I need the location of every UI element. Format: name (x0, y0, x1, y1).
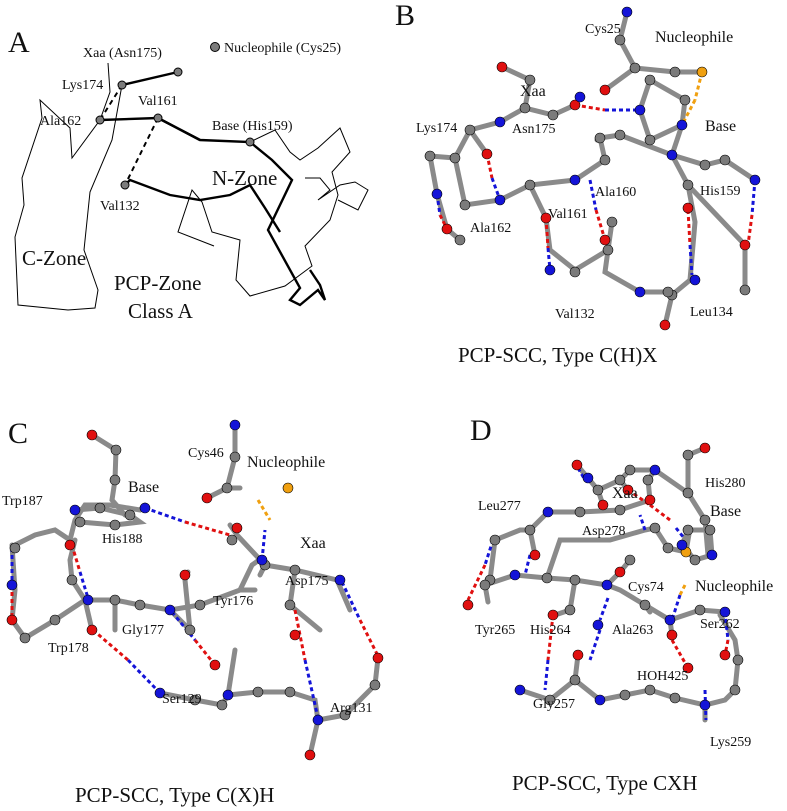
panel-a-label-xaa: Xaa (Asn175) (83, 46, 162, 61)
panel-a-legend-label: Nucleophile (Cys25) (224, 41, 341, 56)
panel-c-label-base: Base (128, 479, 159, 496)
panel-a-atom-cys25 (173, 67, 183, 77)
panel-c-label-xaa: Xaa (300, 535, 326, 552)
panel-a: A Nucleophile (Cys25) Xaa (Asn175) Lys17… (8, 26, 369, 323)
panel-d: D His280 Leu277 Xaa Base Asp278 Cys74 Nu… (462, 414, 773, 795)
panel-d-label-ser: Ser262 (700, 617, 740, 632)
panel-d-letter: D (470, 414, 492, 447)
panel-a-atom-val161 (153, 113, 163, 123)
panel-a-label-val161: Val161 (138, 94, 178, 109)
panel-a-label-ala: Ala162 (40, 114, 81, 129)
panel-b-label-nucleophile: Nucleophile (655, 29, 733, 46)
panel-b-label-asn: Asn175 (512, 122, 556, 137)
panel-a-title-1: PCP-Zone (114, 271, 202, 295)
panel-a-thin-trace (14, 62, 123, 311)
panel-a-bold-trace-2 (124, 178, 282, 233)
panel-d-label-leu: Leu277 (478, 499, 521, 514)
panel-a-letter: A (8, 26, 30, 59)
panel-c-atoms (6, 419, 384, 761)
panel-a-label-val132: Val132 (100, 199, 140, 214)
panel-c: C Cys46 Nucleophile Base Trp187 His188 X… (2, 417, 384, 807)
panel-a-title-2: Class A (128, 299, 194, 323)
panel-a-atom-val132 (120, 180, 130, 190)
panel-c-caption: PCP-SCC, Type C(X)H (75, 783, 274, 807)
panel-d-label-nucleophile: Nucleophile (695, 578, 773, 595)
panel-b-label-base: Base (705, 118, 736, 135)
panel-a-bold-trace (99, 116, 327, 307)
panel-b-label-val132: Val132 (555, 307, 595, 322)
panel-a-atom-ala162 (95, 115, 105, 125)
panel-b-label-val161: Val161 (548, 207, 588, 222)
panel-a-label-lys: Lys174 (62, 78, 103, 93)
panel-d-atoms (462, 442, 744, 711)
panel-a-bold-trace-4 (157, 116, 201, 142)
panel-d-label-cys: Cys74 (628, 580, 664, 595)
panel-b-label-cys: Cys25 (585, 22, 621, 37)
panel-b-label-leu: Leu134 (690, 305, 733, 320)
panel-c-label-nucleophile: Nucleophile (247, 454, 325, 471)
panel-a-legend-marker (210, 42, 220, 52)
panel-a-atom-his159 (245, 137, 255, 147)
panel-c-label-trp187: Trp187 (2, 494, 43, 509)
panel-d-label-asp: Asp278 (582, 524, 626, 539)
panel-c-label-tyr: Tyr176 (213, 594, 253, 609)
panel-d-label-his264: His264 (530, 623, 570, 638)
panel-b: B Cys25 Nucleophile Xaa Lys174 Asn175 Ba… (395, 0, 761, 367)
panel-c-label-gly: Gly177 (122, 623, 164, 638)
panel-d-caption: PCP-SCC, Type CXH (512, 771, 697, 795)
panel-d-label-tyr: Tyr265 (475, 623, 515, 638)
panel-c-label-asp: Asp175 (285, 574, 329, 589)
panel-b-label-xaa: Xaa (520, 83, 546, 100)
panel-a-thin-trace-loop (305, 177, 369, 211)
panel-d-label-lys: Lys259 (710, 735, 751, 750)
panel-b-label-his: His159 (700, 184, 740, 199)
panel-a-atom-lys174 (117, 80, 127, 90)
panel-d-label-his280: His280 (705, 476, 745, 491)
panel-d-label-gly: Gly257 (533, 697, 575, 712)
panel-a-thin-trace-right (177, 127, 351, 297)
panel-c-letter: C (8, 417, 28, 450)
panel-a-label-base: Base (His159) (212, 119, 293, 134)
panel-a-hbond-val161-val132 (124, 117, 159, 186)
panel-b-atoms (424, 6, 761, 331)
panel-a-bold-trace-3 (121, 70, 179, 87)
panel-a-hbond-lys-ala (99, 84, 123, 121)
panel-b-label-ala162: Ala162 (470, 221, 511, 236)
panel-b-label-ala160: Ala160 (595, 185, 636, 200)
panel-b-label-lys: Lys174 (416, 121, 457, 136)
panel-a-n-zone: N-Zone (212, 166, 277, 190)
panel-c-hbonds (10, 499, 380, 719)
panel-b-hbonds (435, 71, 757, 276)
panel-d-label-hoh: HOH425 (637, 669, 688, 684)
panel-c-label-cys: Cys46 (188, 446, 224, 461)
panel-b-letter: B (395, 0, 415, 32)
panel-c-label-ser: Ser129 (162, 692, 202, 707)
panel-d-label-base: Base (710, 503, 741, 520)
panel-c-label-arg: Arg131 (330, 701, 373, 716)
panel-b-caption: PCP-SCC, Type C(H)X (458, 343, 657, 367)
panel-d-label-xaa: Xaa (612, 485, 638, 502)
panel-c-label-his: His188 (102, 532, 142, 547)
panel-a-c-zone: C-Zone (22, 246, 86, 270)
panel-c-label-trp178: Trp178 (48, 641, 89, 656)
panel-d-label-ala: Ala263 (612, 623, 653, 638)
